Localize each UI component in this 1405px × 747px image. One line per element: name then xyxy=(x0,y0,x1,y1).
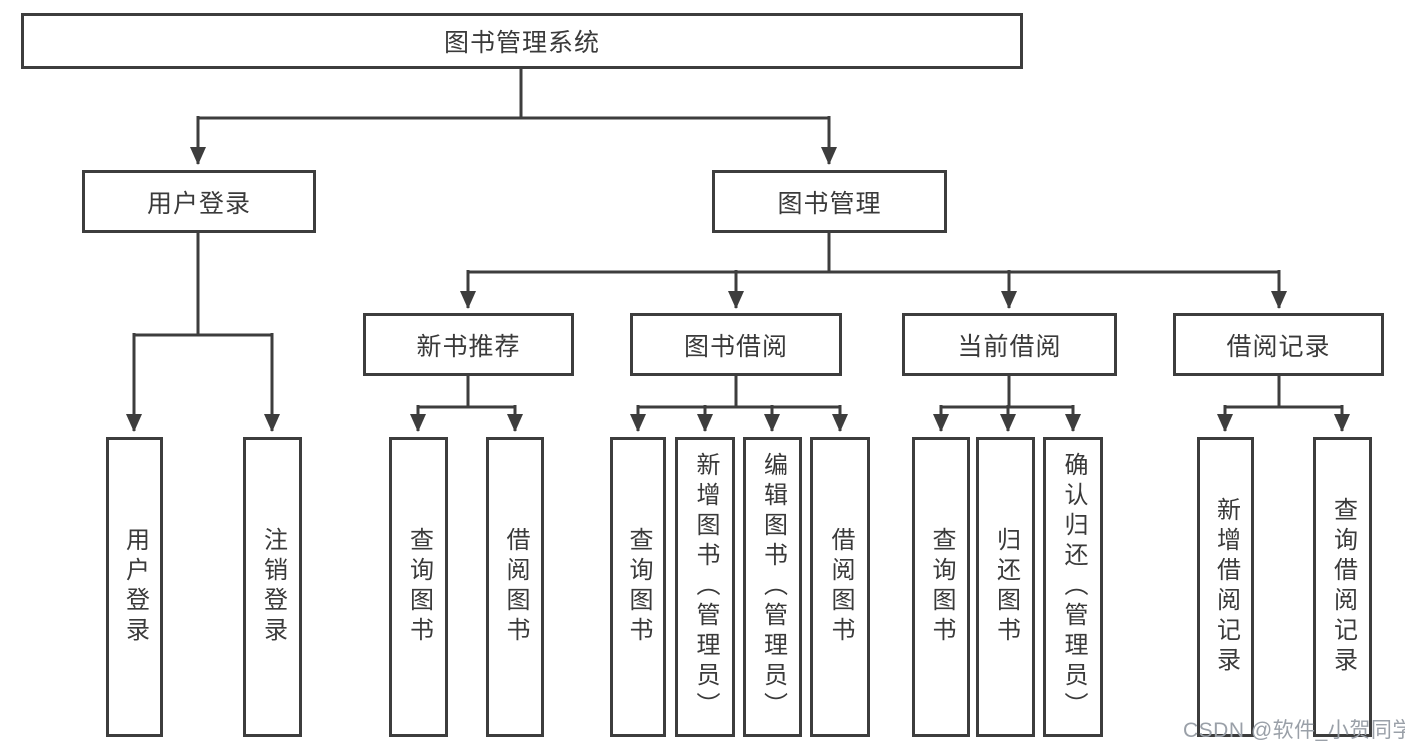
node-label: 编辑图书（管理员） xyxy=(759,452,787,722)
leaf-logout: 注销登录 xyxy=(243,437,302,737)
node-label: 当前借阅 xyxy=(957,332,1062,361)
node-label: 查询图书 xyxy=(405,527,433,647)
leaf-return-book: 归还图书 xyxy=(976,437,1035,737)
node-label: 借阅图书 xyxy=(502,527,529,647)
node-library-management-system: 图书管理系统 xyxy=(21,13,1023,69)
node-label: 查询图书 xyxy=(928,527,955,647)
leaf-query-books-recommend: 查询图书 xyxy=(389,437,448,737)
leaf-query-borrow-record: 查询借阅记录 xyxy=(1313,437,1372,737)
node-new-book-recommendation: 新书推荐 xyxy=(363,313,574,376)
node-label: 图书管理系统 xyxy=(443,29,600,57)
leaf-confirm-return-admin: 确认归还（管理员） xyxy=(1043,437,1103,737)
node-label: 查询图书 xyxy=(625,527,652,647)
csdn-watermark: CSDN @软件_小贺同学 xyxy=(1183,719,1405,742)
node-current-borrowing: 当前借阅 xyxy=(902,313,1117,376)
node-borrowing-records: 借阅记录 xyxy=(1173,313,1384,376)
leaf-add-book-admin: 新增图书（管理员） xyxy=(675,437,735,737)
leaf-add-borrow-record: 新增借阅记录 xyxy=(1197,437,1254,737)
node-label: 借阅记录 xyxy=(1226,332,1331,361)
node-label: 新增借阅记录 xyxy=(1212,497,1240,677)
leaf-borrow-books-borrowing: 借阅图书 xyxy=(810,437,870,737)
node-label: 用户登录 xyxy=(146,189,251,218)
leaf-query-books-borrowing: 查询图书 xyxy=(610,437,666,737)
node-label: 新书推荐 xyxy=(416,332,521,361)
node-label: 确认归还（管理员） xyxy=(1060,452,1087,722)
node-label: 图书借阅 xyxy=(683,332,788,361)
node-book-borrowing: 图书借阅 xyxy=(630,313,842,376)
node-label: 图书管理 xyxy=(777,189,882,218)
node-user-login: 用户登录 xyxy=(82,170,316,233)
node-label: 用户登录 xyxy=(121,527,149,647)
node-label: 查询借阅记录 xyxy=(1329,497,1357,677)
leaf-user-login: 用户登录 xyxy=(106,437,163,737)
leaf-borrow-books-recommend: 借阅图书 xyxy=(486,437,544,737)
leaf-query-books-current: 查询图书 xyxy=(912,437,970,737)
node-book-management: 图书管理 xyxy=(712,170,947,233)
node-label: 注销登录 xyxy=(259,527,287,647)
node-label: 借阅图书 xyxy=(827,527,854,647)
node-label: 新增图书（管理员） xyxy=(692,452,719,722)
node-label: 归还图书 xyxy=(992,527,1020,647)
leaf-edit-book-admin: 编辑图书（管理员） xyxy=(743,437,802,737)
